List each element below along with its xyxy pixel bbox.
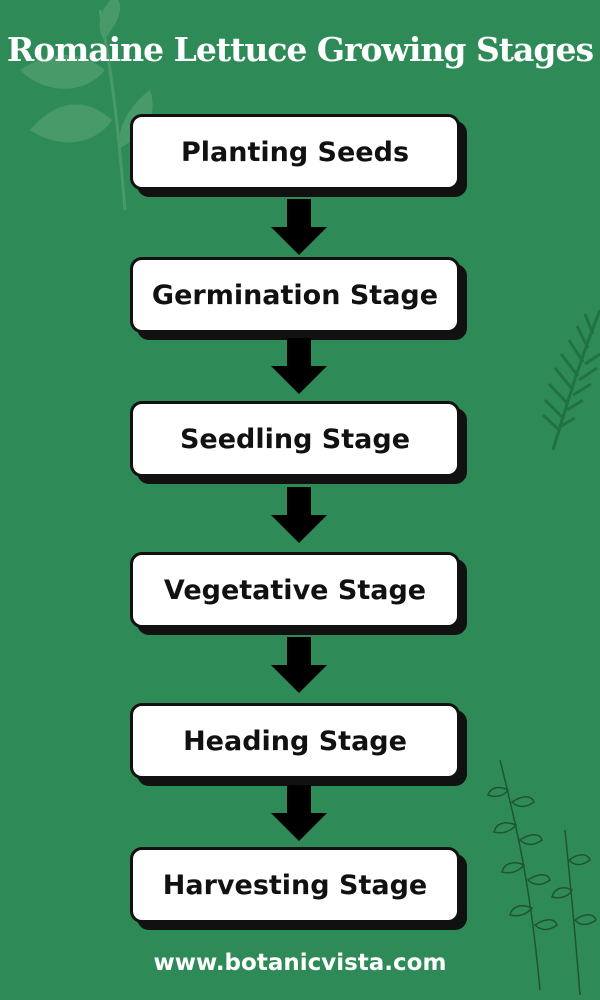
fern-leaf-right-icon xyxy=(541,309,600,451)
stage-box-planting-seeds: Planting Seeds xyxy=(130,114,460,190)
stage-box-vegetative: Vegetative Stage xyxy=(130,552,460,628)
down-arrow-icon xyxy=(271,487,327,543)
sprig-bottom-right-icon xyxy=(487,759,597,996)
page-title: Romaine Lettuce Growing Stages xyxy=(6,30,594,69)
stage-label: Seedling Stage xyxy=(179,423,411,455)
stage-box-seedling: Seedling Stage xyxy=(130,401,460,477)
stage-box-germination: Germination Stage xyxy=(130,257,460,333)
down-arrow-icon xyxy=(271,199,327,255)
stage-label: Vegetative Stage xyxy=(163,574,427,606)
stage-label: Germination Stage xyxy=(151,279,439,311)
website-url: www.botanicvista.com xyxy=(153,950,447,976)
stage-label: Harvesting Stage xyxy=(162,869,428,901)
leaf-branch-top-left-icon xyxy=(20,0,153,211)
stage-label: Heading Stage xyxy=(183,725,407,757)
stage-box-heading: Heading Stage xyxy=(130,703,460,779)
down-arrow-icon xyxy=(271,637,327,693)
stage-box-harvesting: Harvesting Stage xyxy=(130,847,460,923)
stage-label: Planting Seeds xyxy=(180,136,410,168)
down-arrow-icon xyxy=(271,785,327,841)
down-arrow-icon xyxy=(271,338,327,394)
